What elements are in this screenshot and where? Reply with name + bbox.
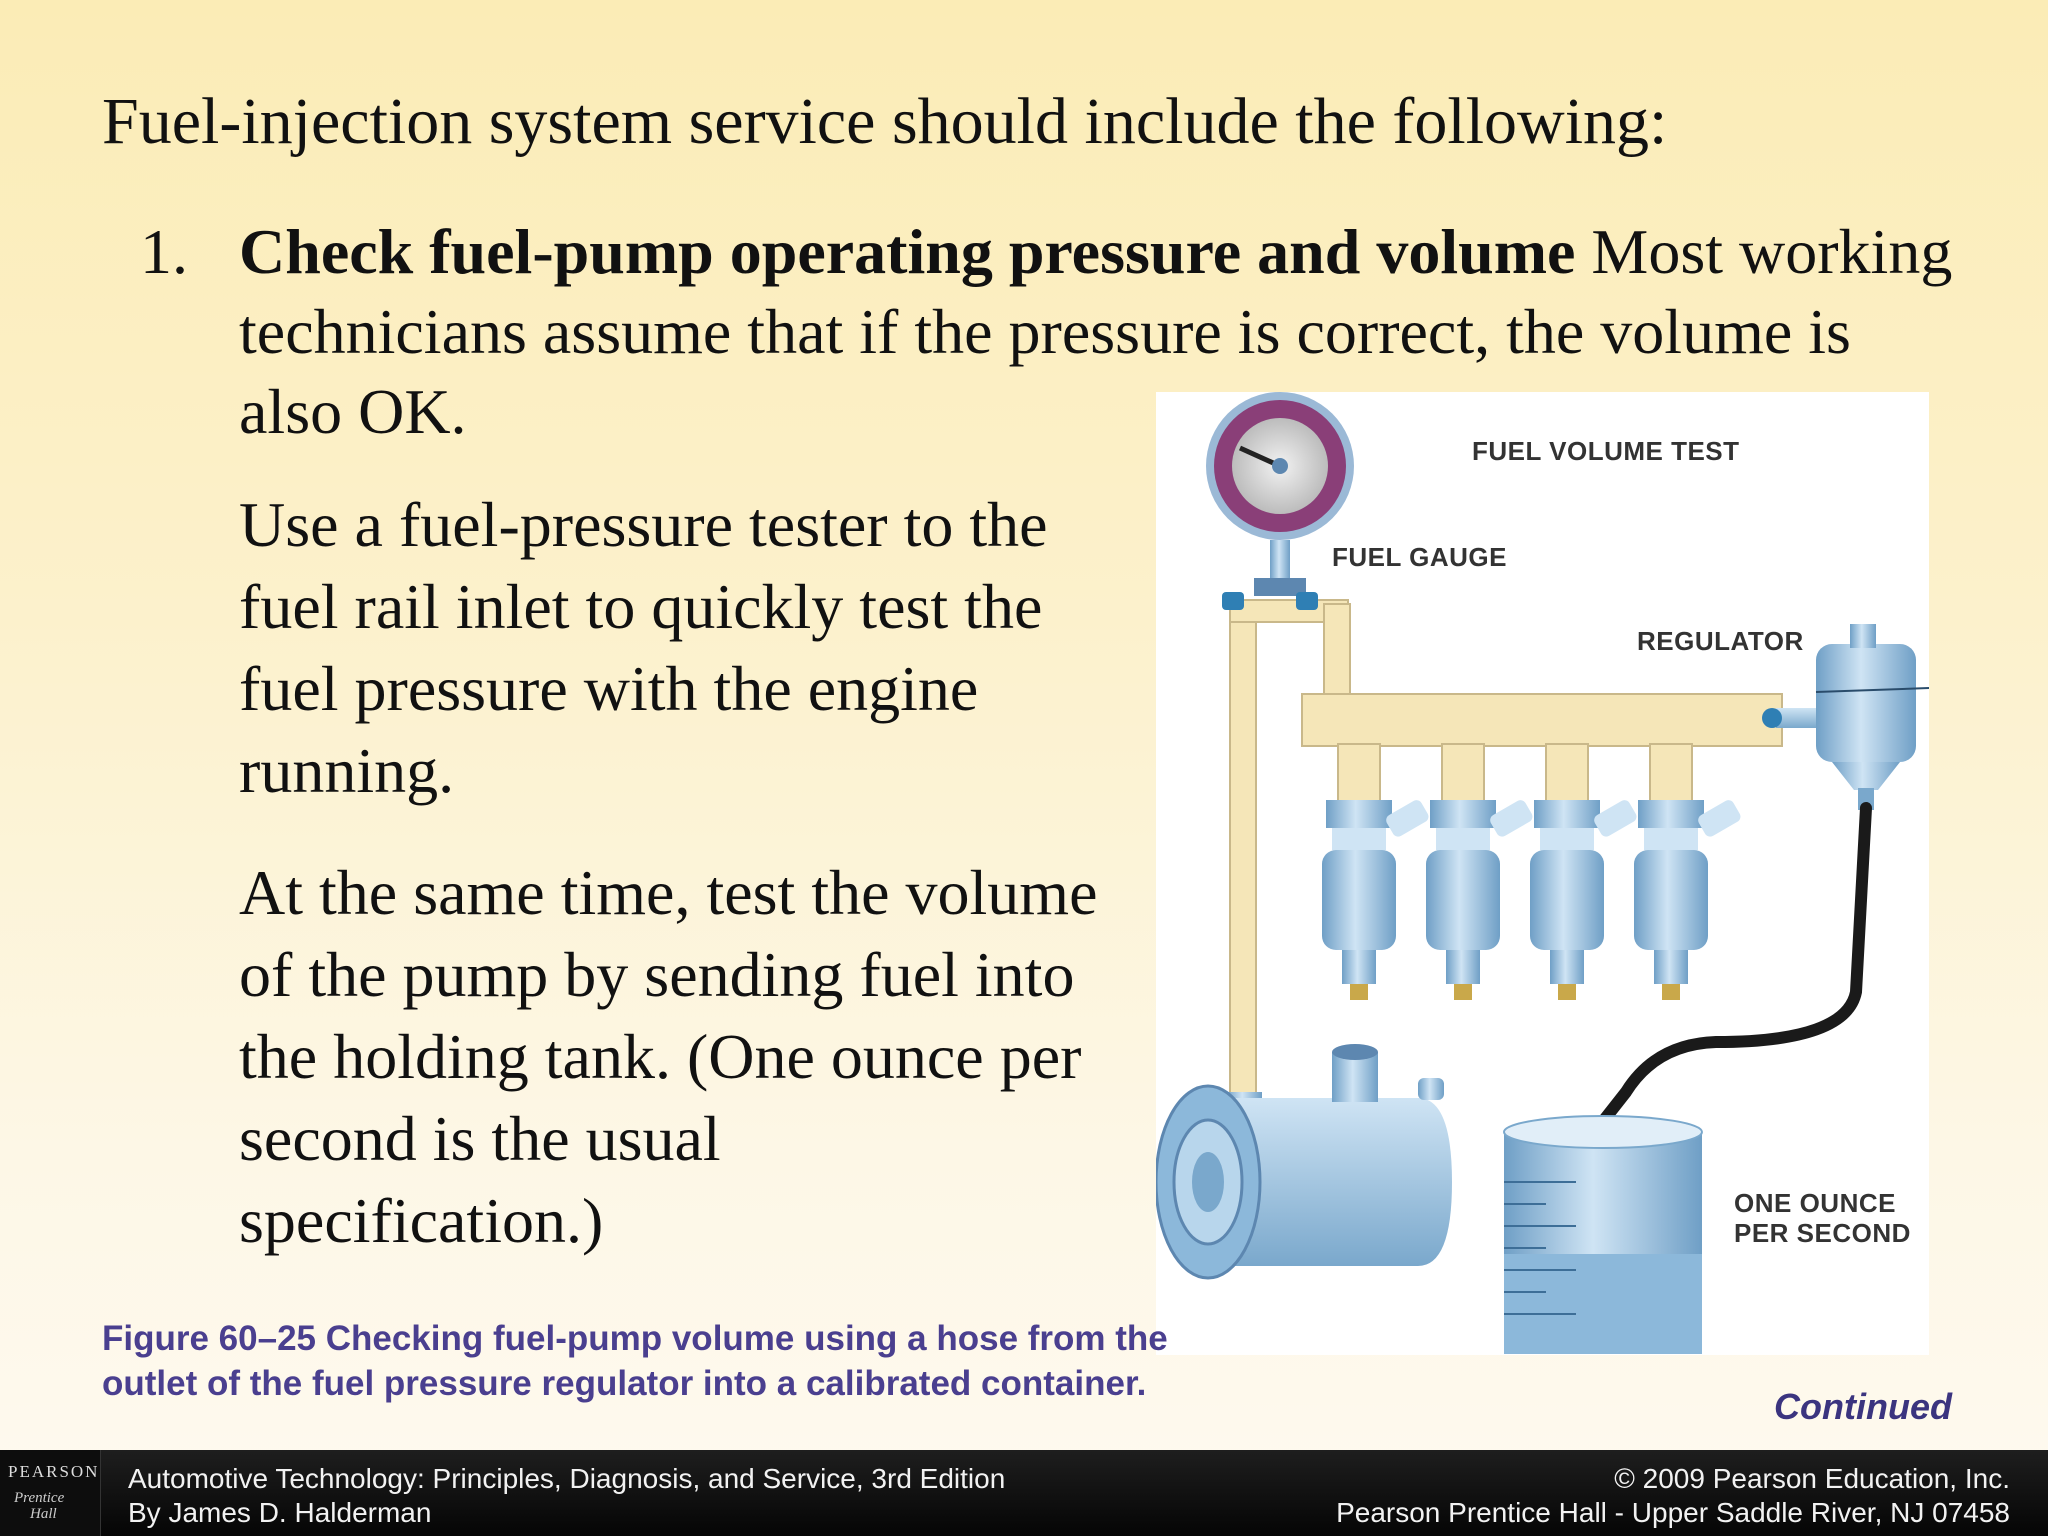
paragraph-volume-test: At the same time, test the volume of the…: [239, 857, 1098, 1256]
footer-book-info: Automotive Technology: Principles, Diagn…: [128, 1462, 1005, 1530]
fuel-injectors: [1322, 800, 1741, 1000]
return-hose: [1598, 802, 1872, 1126]
continued-label: Continued: [1774, 1386, 1952, 1427]
fuel-feed-line: [1229, 603, 1257, 1125]
book-title: Automotive Technology: Principles, Diagn…: [128, 1463, 1006, 1494]
copyright: © 2009 Pearson Education, Inc.: [1614, 1463, 2010, 1494]
caption-line-2: outlet of the fuel pressure regulator in…: [102, 1364, 1147, 1403]
fuel-system-illustration: [1156, 392, 1929, 1354]
logo-imprint-line-2: Hall: [30, 1506, 57, 1522]
publisher-address: Pearson Prentice Hall - Upper Saddle Riv…: [1336, 1497, 2010, 1528]
calibrated-container-icon: [1503, 1115, 1703, 1354]
footer-publisher-info: © 2009 Pearson Education, Inc. Pearson P…: [1336, 1462, 2010, 1530]
list-number: 1.: [140, 216, 188, 287]
flow-rate-label-line-1: ONE OUNCE: [1734, 1188, 1896, 1218]
regulator-label: REGULATOR: [1637, 626, 1804, 656]
caption-line-1: Figure 60–25 Checking fuel-pump volume u…: [102, 1319, 1168, 1358]
logo-imprint-line-1: Prentice: [14, 1490, 65, 1506]
list-item-body: Most working technicians assume that if …: [239, 216, 1953, 447]
figure-caption: Figure 60–25 Checking fuel-pump volume u…: [102, 1316, 1402, 1406]
fuel-volume-test-figure: FUEL VOLUME TEST FUEL GAUGE REGULATOR ON…: [1156, 392, 1929, 1355]
fuel-pump-icon: [1156, 1044, 1452, 1280]
slide-heading: Fuel-injection system service should inc…: [102, 85, 1668, 158]
logo-imprint: Prentice Hall: [14, 1490, 64, 1522]
logo-word: PEARSON: [8, 1462, 100, 1481]
flow-rate-label-line-2: PER SECOND: [1734, 1218, 1911, 1248]
fuel-gauge-icon: [1206, 392, 1354, 596]
fuel-rail: [1301, 693, 1783, 805]
pearson-logo: PEARSON Prentice Hall: [0, 1450, 101, 1536]
list-item: Check fuel-pump operating pressure and v…: [239, 212, 1959, 452]
fuel-gauge-label: FUEL GAUGE: [1332, 542, 1507, 572]
list-item-title: Check fuel-pump operating pressure and v…: [239, 216, 1576, 287]
pressure-regulator-icon: [1762, 624, 1929, 810]
footer-bar: PEARSON Prentice Hall Automotive Technol…: [0, 1450, 2048, 1536]
book-author: By James D. Halderman: [128, 1497, 432, 1528]
figure-title: FUEL VOLUME TEST: [1472, 436, 1740, 466]
paragraph-pressure-test: Use a fuel-pressure tester to the fuel r…: [239, 489, 1048, 806]
